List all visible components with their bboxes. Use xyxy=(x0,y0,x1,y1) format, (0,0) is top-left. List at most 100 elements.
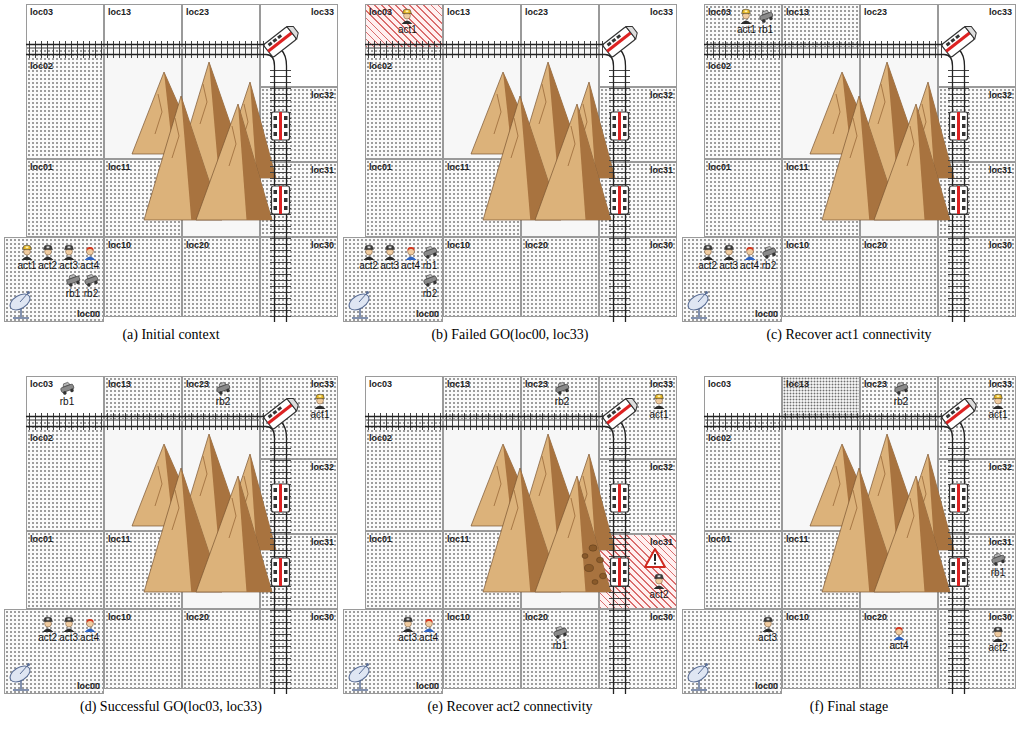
rail-tie xyxy=(609,280,630,281)
location-label: loc00 xyxy=(77,309,100,319)
rail-tie xyxy=(719,413,720,430)
rail-tie xyxy=(270,532,291,533)
rail-tie xyxy=(107,413,108,430)
agent-body xyxy=(702,257,713,261)
agent-hat xyxy=(655,574,664,578)
rail-tie xyxy=(270,262,291,263)
map-illustration xyxy=(4,376,338,694)
agent-hair xyxy=(86,619,93,623)
agent-hat xyxy=(385,245,394,249)
car-stripe xyxy=(618,112,621,140)
rail-tie xyxy=(482,413,483,430)
agent-name: act3 xyxy=(758,632,777,643)
location-cell: loc10 xyxy=(443,237,521,317)
agent-body xyxy=(723,257,734,261)
engine-nose xyxy=(965,395,979,411)
robot-wheel xyxy=(897,391,902,396)
rail-tie xyxy=(47,41,48,58)
rail-tie xyxy=(506,413,507,430)
agent-name: act4 xyxy=(890,640,909,651)
rail-tie xyxy=(609,514,630,515)
rail-tie xyxy=(609,88,630,89)
rail-tie xyxy=(869,41,870,58)
rail-tie xyxy=(83,413,84,430)
location-label: loc01 xyxy=(30,534,53,544)
car-window xyxy=(623,132,627,136)
rail-tie xyxy=(518,41,519,58)
rail-tie xyxy=(609,274,630,275)
engine-nose xyxy=(287,395,301,411)
rail-tie xyxy=(452,413,453,430)
rail-tie xyxy=(948,454,969,455)
robot-wheel xyxy=(69,283,74,288)
rail-tie xyxy=(404,413,405,430)
location-label: loc33 xyxy=(989,7,1012,17)
rail-tie xyxy=(203,41,204,58)
rail-tie xyxy=(827,413,828,430)
location-label: loc10 xyxy=(786,612,809,622)
rail-tie xyxy=(270,526,291,527)
rail-tie xyxy=(209,413,210,430)
rail-tie xyxy=(948,154,969,155)
location-label: loc02 xyxy=(708,433,731,443)
mountain-ridge xyxy=(907,126,914,166)
rail-tie xyxy=(779,41,780,58)
rail-tie xyxy=(270,244,291,245)
agent-name: rb1 xyxy=(991,567,1005,578)
location-label: loc01 xyxy=(369,534,392,544)
rail-tie xyxy=(173,41,174,58)
panel-caption: (e) Recover act2 connectivity xyxy=(343,698,677,715)
rail xyxy=(704,54,944,55)
rail-tie xyxy=(609,256,630,257)
rail-tie xyxy=(410,413,411,430)
rail-tie xyxy=(773,41,774,58)
engine-window xyxy=(277,406,282,411)
robot-group xyxy=(554,381,570,396)
car-window xyxy=(274,116,278,120)
rail-tie xyxy=(270,148,291,149)
rail-tie xyxy=(948,616,969,617)
rail-tie xyxy=(815,413,816,430)
location-label: loc13 xyxy=(108,7,131,17)
dish-feed-head xyxy=(705,291,708,294)
rail-tie xyxy=(948,142,969,143)
rail-tie xyxy=(270,82,291,83)
map-illustration xyxy=(682,4,1016,322)
rail-tie xyxy=(566,413,567,430)
car-window xyxy=(284,198,288,202)
rail-tie xyxy=(155,41,156,58)
rail-tie xyxy=(270,670,291,671)
location-label: loc10 xyxy=(447,612,470,622)
engine-window xyxy=(607,42,612,47)
agent: act4 xyxy=(80,244,99,271)
rail-tie xyxy=(948,520,969,521)
rail-tie xyxy=(767,413,768,430)
dish-feed-head xyxy=(366,663,369,666)
hat-badge xyxy=(46,246,49,248)
rail-tie xyxy=(911,413,912,430)
car-window xyxy=(284,562,288,566)
rail-tie xyxy=(948,232,969,233)
agent-name: act4 xyxy=(80,260,99,271)
rail-tie xyxy=(773,413,774,430)
rail-tie xyxy=(948,244,969,245)
agent: act2 xyxy=(650,573,669,600)
rail-tie xyxy=(270,166,291,167)
map-illustration xyxy=(682,376,1016,694)
rail-tie xyxy=(179,41,180,58)
robot-body xyxy=(423,248,437,257)
rail-tie xyxy=(464,413,465,430)
agent-name: rb2 xyxy=(423,288,437,299)
car-stripe xyxy=(618,186,621,214)
rail-tie xyxy=(948,76,969,77)
rail-tie xyxy=(215,413,216,430)
rail-tie xyxy=(948,88,969,89)
rail-tie xyxy=(101,41,102,58)
rail-tie xyxy=(609,598,630,599)
location-cell: loc10 xyxy=(782,237,860,317)
rail xyxy=(704,44,944,45)
rail-tie xyxy=(707,41,708,58)
rail-tie xyxy=(596,41,597,58)
mountain xyxy=(874,476,950,592)
rail-tie xyxy=(524,41,525,58)
